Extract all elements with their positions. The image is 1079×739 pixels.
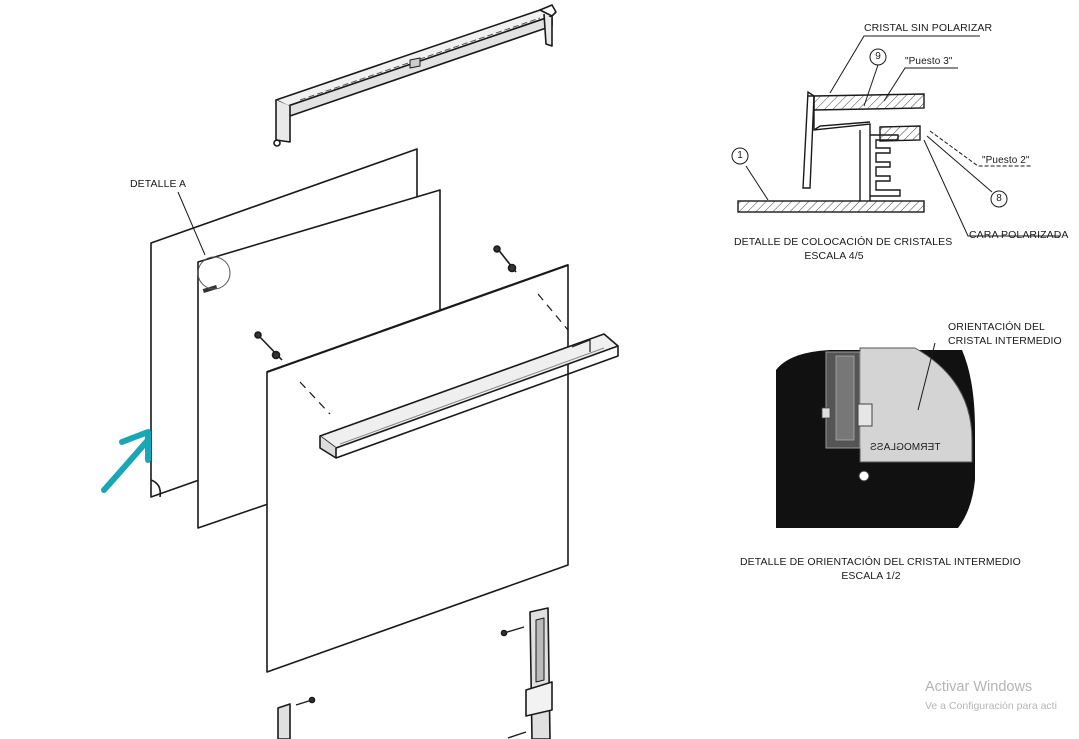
callout-1: 1	[737, 150, 743, 161]
cristal-sin-polarizar-label: CRISTAL SIN POLARIZAR	[864, 22, 993, 34]
glass-placement-detail	[731, 35, 1060, 237]
orientation-gray-glass	[859, 347, 973, 463]
annotation-arrow	[101, 429, 151, 493]
puesto-3-label: "Puesto 3"	[905, 56, 953, 67]
termoglass-mirrored-text: TERMOGLASS	[870, 442, 941, 453]
orientacion-label-line1: ORIENTACIÓN DEL	[948, 321, 1045, 333]
colocacion-caption: DETALLE DE COLOCACIÓN DE CRISTALES	[734, 236, 953, 248]
glass-clip	[870, 134, 901, 197]
orientacion-label-line2: CRISTAL INTERMEDIO	[948, 335, 1062, 347]
colocacion-scale: ESCALA 4/5	[804, 250, 864, 262]
upper-glass	[813, 93, 925, 111]
lower-glass	[879, 125, 921, 142]
cara-polarizada-label: CARA POLARIZADA	[969, 229, 1069, 241]
orientacion-scale: ESCALA 1/2	[841, 570, 901, 582]
glass-orientation-detail	[776, 342, 975, 528]
callout-9: 9	[875, 51, 881, 62]
callout-8: 8	[996, 193, 1002, 204]
frame-profile	[802, 90, 815, 189]
puesto-2-label: "Puesto 2"	[982, 155, 1030, 166]
door-handle	[319, 333, 619, 459]
activate-windows-title: Activar Windows	[925, 679, 1033, 695]
top-rail	[273, 4, 557, 147]
callout-circle-9	[869, 48, 887, 66]
detalle-a-label: DETALLE A	[130, 178, 187, 190]
callout-circle-1	[731, 147, 749, 165]
oven-door-exploded-view	[150, 4, 619, 739]
detalle-a-leader	[177, 191, 206, 256]
activate-windows-subtitle: Ve a Configuración para acti	[925, 700, 1057, 712]
front-glass-panel	[266, 263, 569, 673]
base-plate	[737, 200, 925, 213]
fixing-screws	[254, 245, 569, 415]
callout-circle-8	[990, 190, 1008, 208]
orientation-screw	[858, 470, 870, 482]
orientacion-caption: DETALLE DE ORIENTACIÓN DEL CRISTAL INTER…	[740, 556, 1021, 568]
bottom-hinges	[277, 607, 553, 739]
